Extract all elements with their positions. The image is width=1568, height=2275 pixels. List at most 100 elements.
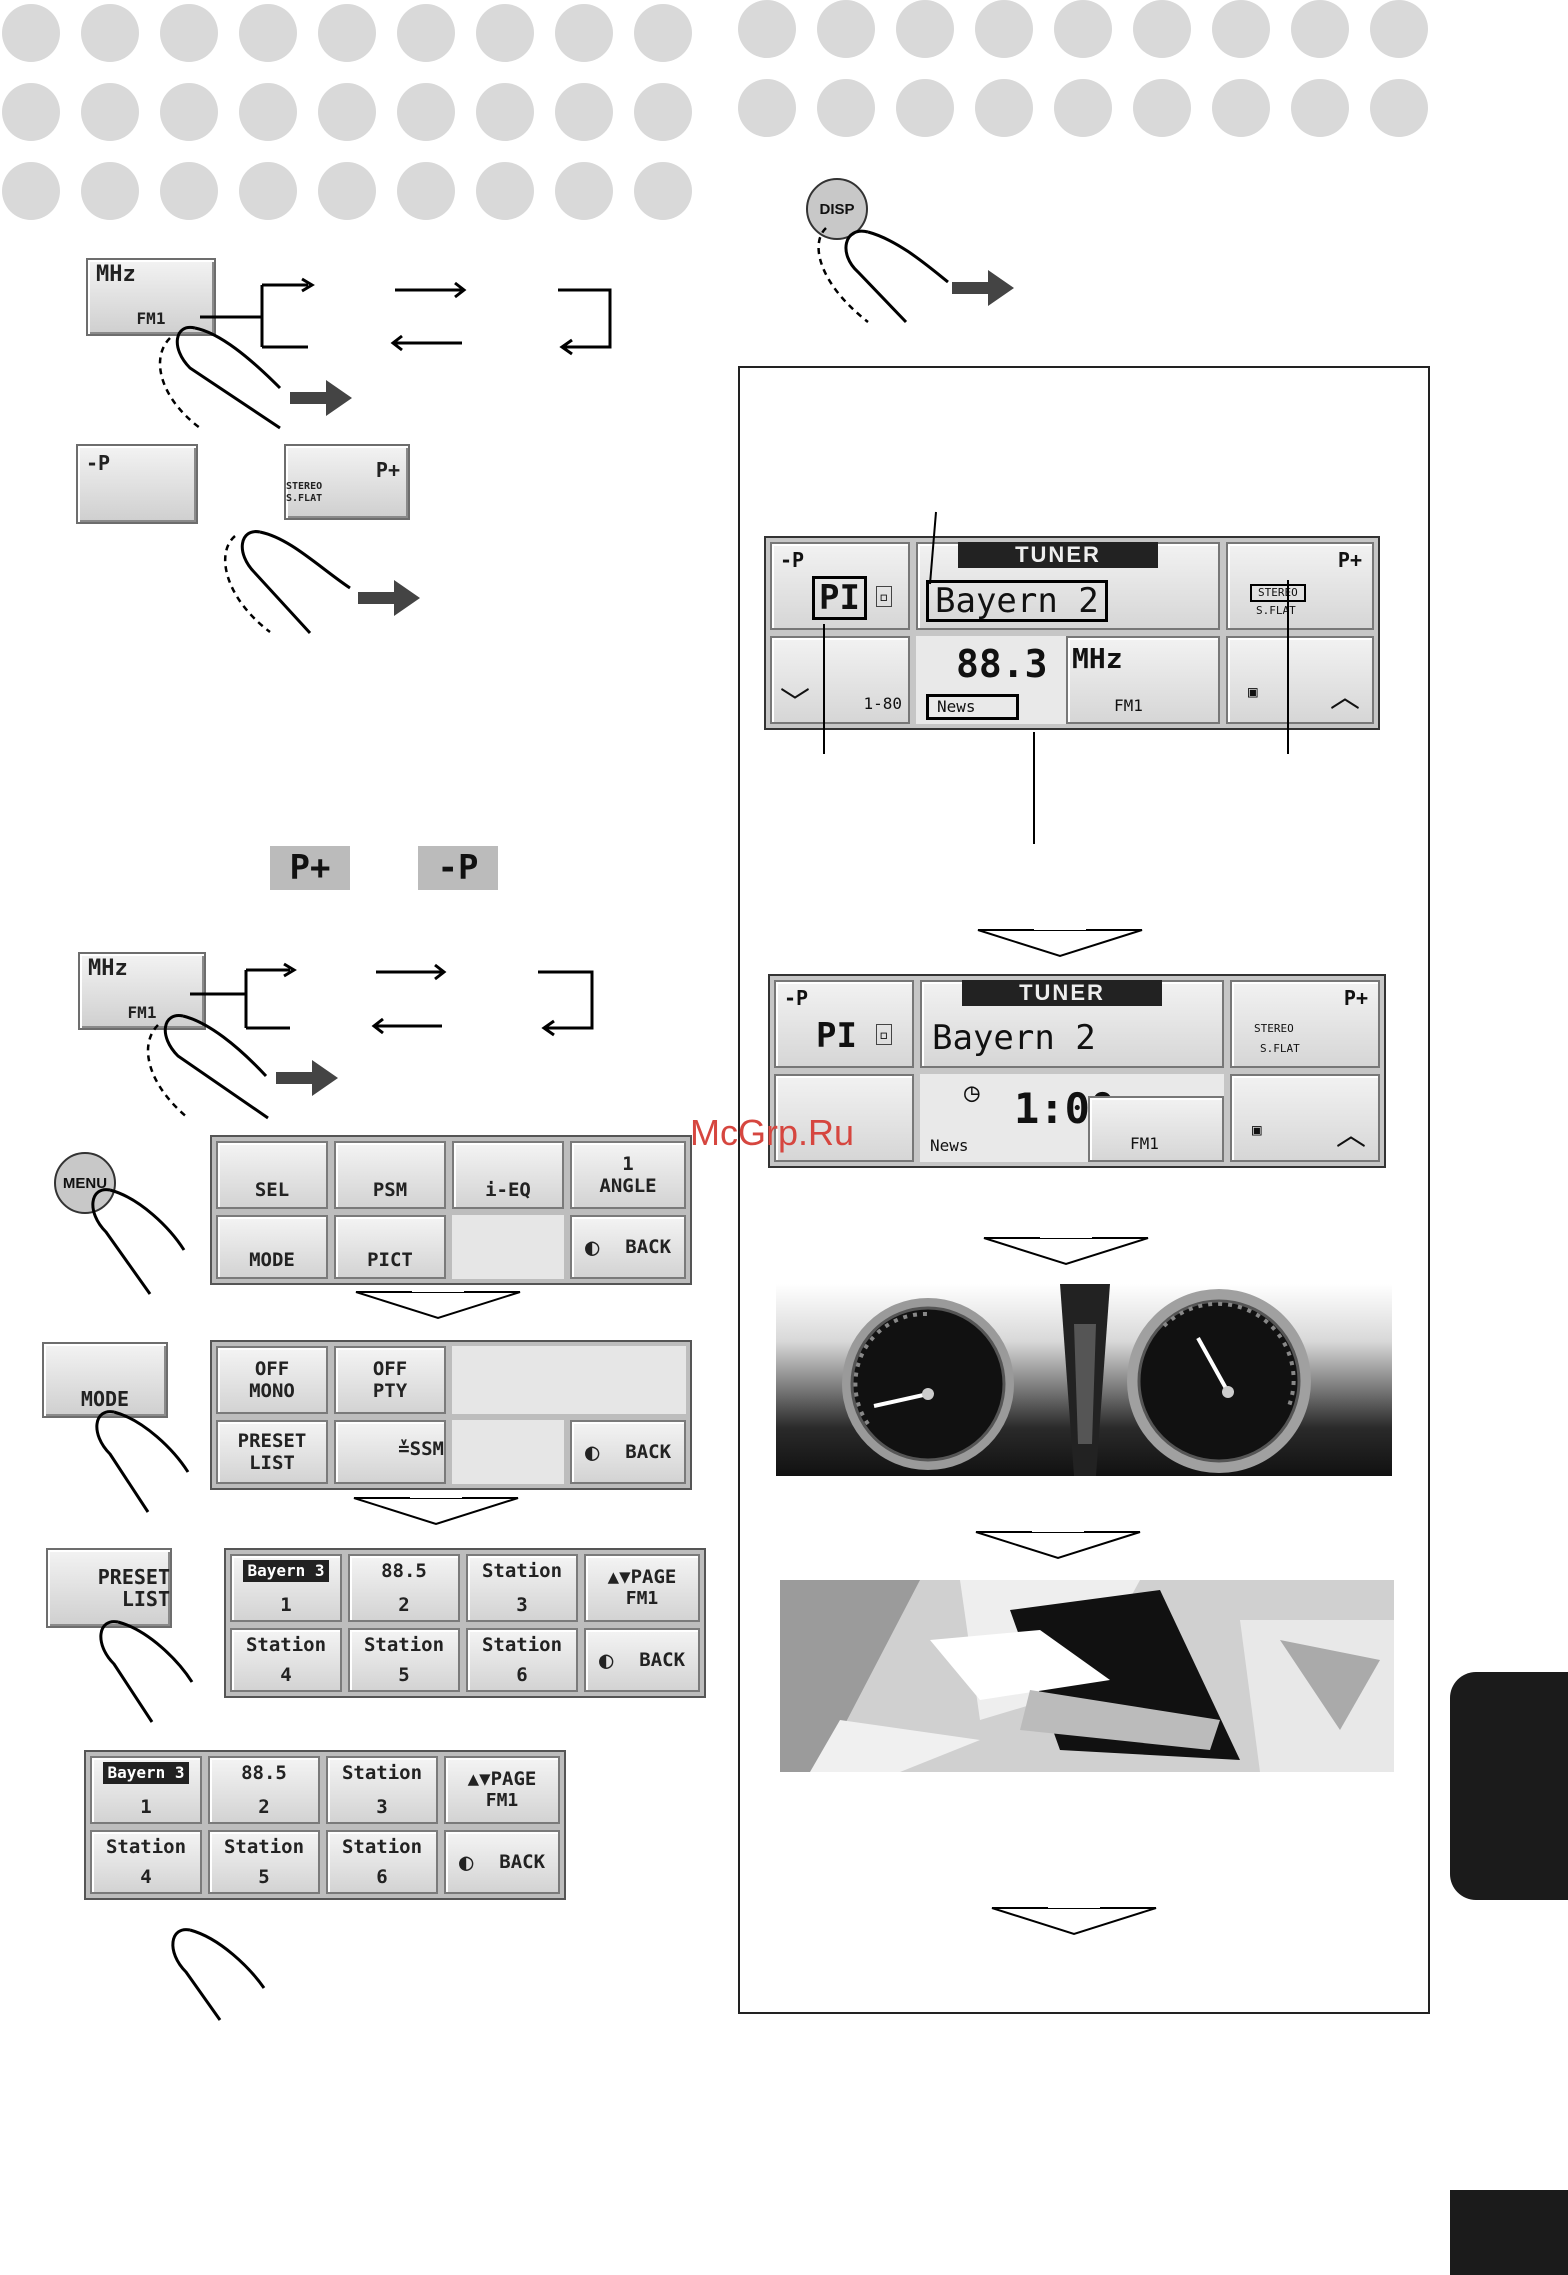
- pressing-finger-icon-6: [99, 1620, 194, 1723]
- preset-grid-panel-2: Bayern 3 1 88.5 2 Station 3 ▲▼PAGE FM1 S…: [84, 1750, 566, 1900]
- mode-button[interactable]: MODE: [42, 1342, 168, 1418]
- tuner-pi-indicator-icon: ▫: [876, 586, 892, 607]
- preset-5-button[interactable]: Station 5: [348, 1628, 460, 1692]
- down-arrow-5: [975, 1528, 1141, 1560]
- tuner-header: TUNER: [958, 542, 1158, 568]
- animation-graphic: [780, 1580, 1394, 1772]
- menu-empty-slot: [452, 1215, 564, 1279]
- tuner-seek-up-cell: ▣ ︿: [1226, 636, 1374, 724]
- page-label: PAGE: [630, 1566, 677, 1588]
- preset-2-button-b[interactable]: 88.5 2: [208, 1756, 320, 1824]
- preset-1-number-b: 1: [140, 1796, 152, 1818]
- right-gauge-icon: [1127, 1289, 1311, 1473]
- mode-empty-slot: [452, 1346, 686, 1414]
- page-label-b: PAGE: [490, 1768, 537, 1790]
- clock-station-cell: TUNER Bayern 2: [920, 980, 1224, 1068]
- mode-button-label: MODE: [80, 1387, 130, 1411]
- down-arrow-4: [983, 1234, 1149, 1266]
- menu-back-label: BACK: [625, 1236, 672, 1258]
- tuner-band-cell: MHz FM1: [1066, 636, 1220, 724]
- result-arrow-icon-4: [952, 270, 1014, 306]
- preset-back-button[interactable]: ◐ BACK: [584, 1628, 700, 1692]
- tuner-clock-screen: -P PI ▫ TUNER Bayern 2 P+ STEREO S.FLAT …: [768, 974, 1386, 1168]
- callout-lines: [823, 511, 1289, 844]
- down-arrow-2: [353, 1494, 519, 1526]
- preset-list-grid-button[interactable]: PRESET LIST: [216, 1420, 328, 1484]
- mode-back-button[interactable]: ◐ BACK: [570, 1420, 686, 1484]
- clock-minus-p-label: -P: [784, 986, 809, 1010]
- preset-6-button[interactable]: Station 6: [466, 1628, 578, 1692]
- off-mono-button[interactable]: OFF MONO: [216, 1346, 328, 1414]
- preset-4-button-b[interactable]: Station 4: [90, 1830, 202, 1894]
- preset-3-button[interactable]: Station 3: [466, 1554, 578, 1622]
- tuner-plus-p-cell: P+ STEREO S.FLAT: [1226, 542, 1374, 630]
- menu-sel-button[interactable]: SEL: [216, 1141, 328, 1209]
- menu-pict-button[interactable]: PICT: [334, 1215, 446, 1279]
- page-band-label: FM1: [625, 1588, 659, 1609]
- page-button-b[interactable]: ▲▼PAGE FM1: [444, 1756, 560, 1824]
- off-pty-line2: PTY: [372, 1380, 408, 1402]
- preset-4-button[interactable]: Station 4: [230, 1628, 342, 1692]
- preset-5-button-b[interactable]: Station 5: [208, 1830, 320, 1894]
- disp-button[interactable]: DISP: [806, 178, 868, 240]
- off-pty-button[interactable]: OFF PTY: [334, 1346, 446, 1414]
- mode-grid-panel: OFF MONO OFF PTY PRESET LIST ≚ SSM ◐ BAC…: [210, 1340, 692, 1490]
- page-button[interactable]: ▲▼PAGE FM1: [584, 1554, 700, 1622]
- tuner-station-cell: TUNER Bayern 2: [916, 542, 1220, 630]
- page-updown-icon: ▲▼: [607, 1566, 631, 1588]
- tuner-unit-label: MHz: [1072, 642, 1123, 675]
- menu-ieq-button[interactable]: i-EQ: [452, 1141, 564, 1209]
- clock-tape-icon: ▣: [1252, 1120, 1262, 1139]
- clock-station-name: Bayern 2: [932, 1018, 1096, 1058]
- animation-scene-icon: [780, 1580, 1394, 1772]
- preset-back-button-b[interactable]: ◐ BACK: [444, 1830, 560, 1894]
- preset-3-button-b[interactable]: Station 3: [326, 1756, 438, 1824]
- inline-p-plus-label: P+: [289, 848, 331, 888]
- fm-band-button[interactable]: MHz FM1: [86, 258, 216, 336]
- menu-back-button[interactable]: ◐ BACK: [570, 1215, 686, 1279]
- mode-back-label: BACK: [625, 1441, 672, 1463]
- preset-4-number-b: 4: [140, 1866, 152, 1888]
- preset-2-button[interactable]: 88.5 2: [348, 1554, 460, 1622]
- menu-button[interactable]: MENU: [54, 1152, 116, 1214]
- clock-sflat-indicator: S.FLAT: [1260, 1042, 1300, 1055]
- preset-3-number: 3: [516, 1594, 528, 1616]
- menu-psm-label: PSM: [372, 1179, 408, 1201]
- back-knob-icon-3: ◐: [598, 1646, 614, 1674]
- menu-mode-button[interactable]: MODE: [216, 1215, 328, 1279]
- disp-button-label: DISP: [819, 200, 855, 218]
- tuner-pi-label: PI: [812, 576, 867, 620]
- mode-empty-slot-2: [452, 1420, 564, 1484]
- preset-plus-button[interactable]: P+ STEREO S.FLAT: [284, 444, 410, 520]
- pressing-finger-icon-7: [171, 1928, 266, 2021]
- page-band-label-b: FM1: [485, 1790, 519, 1811]
- left-gauge-icon: [842, 1298, 1014, 1470]
- preset-5-number: 5: [398, 1664, 410, 1686]
- menu-angle-button[interactable]: 1 ANGLE: [570, 1141, 686, 1209]
- pressing-finger-icon-2: [223, 530, 351, 635]
- preset-1-button[interactable]: Bayern 3 1: [230, 1554, 342, 1622]
- preset-5-number-b: 5: [258, 1866, 270, 1888]
- preset-list-grid-line1: PRESET: [237, 1430, 307, 1452]
- back-knob-icon-4: ◐: [458, 1848, 474, 1876]
- preset-1-button-b[interactable]: Bayern 3 1: [90, 1756, 202, 1824]
- menu-psm-button[interactable]: PSM: [334, 1141, 446, 1209]
- ssm-button[interactable]: ≚ SSM: [334, 1420, 446, 1484]
- menu-sel-label: SEL: [254, 1179, 290, 1201]
- dot-grid-right: [738, 0, 1428, 137]
- band-cycle-arrows-2: [190, 962, 594, 1037]
- section-tab: [1450, 1672, 1568, 1900]
- clock-icon: ◷: [964, 1078, 980, 1108]
- tuner-plus-p-label: P+: [1337, 548, 1362, 572]
- preset-plus-label: P+: [375, 458, 400, 482]
- preset-list-button[interactable]: PRESET LIST: [46, 1548, 172, 1628]
- menu-button-label: MENU: [62, 1174, 108, 1192]
- preset-6-button-b[interactable]: Station 6: [326, 1830, 438, 1894]
- page-number-box: [1450, 2190, 1568, 2275]
- dot-grid-left: [2, 4, 692, 220]
- preset-back-label: BACK: [639, 1649, 686, 1671]
- result-arrow-icon-2: [358, 580, 420, 616]
- band-cycle-arrows-1: [200, 277, 612, 356]
- preset-1-name-b: Bayern 3: [103, 1762, 189, 1784]
- preset-minus-button[interactable]: -P: [76, 444, 198, 524]
